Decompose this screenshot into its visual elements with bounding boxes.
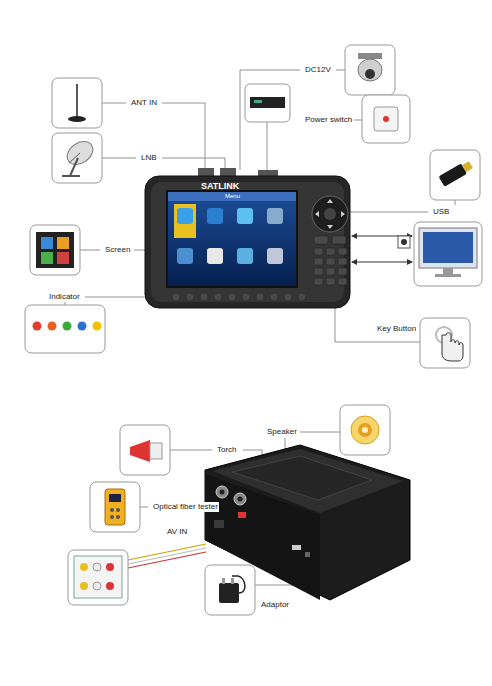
meter-front — [145, 168, 350, 308]
meter-back — [205, 445, 410, 600]
part-label: Adaptor — [260, 600, 290, 610]
part-label: Indicator — [48, 292, 81, 302]
part-label: Screen — [104, 245, 131, 255]
screen-title: Menu — [224, 192, 241, 200]
part-label: AV IN — [166, 527, 188, 537]
part-label: DC12V — [304, 65, 332, 75]
part-label: LNB — [140, 153, 158, 163]
part-label: Optical fiber tester — [152, 502, 219, 512]
part-label: Torch — [216, 445, 238, 455]
part-label: USB — [432, 207, 450, 217]
part-label: ANT IN — [130, 98, 158, 108]
part-label: Speaker — [266, 427, 298, 437]
part-label: Key Button — [376, 324, 417, 334]
brand-logo: SATLINK — [200, 181, 240, 192]
part-label: Power switch — [304, 115, 353, 125]
